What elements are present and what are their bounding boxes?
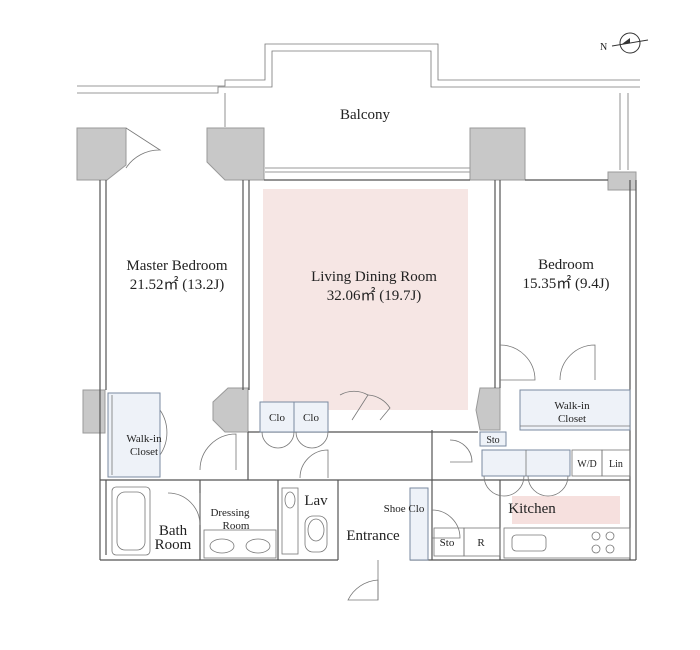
clo-closets: Clo Clo	[259, 401, 329, 449]
dressing-room-line1: Dressing	[210, 507, 250, 519]
living-dining-label: Living Dining Room	[311, 269, 437, 285]
clo-label-1: Clo	[269, 412, 285, 424]
living-dining-highlight	[263, 189, 468, 410]
entrance-label: Entrance	[346, 528, 400, 544]
kitchen-highlight	[512, 496, 620, 524]
lav-label: Lav	[304, 493, 328, 509]
sto-box-1	[479, 431, 507, 447]
walkin-closet-right-line1: Walk-in	[554, 400, 590, 412]
walkin-closet-left-line2: Closet	[130, 446, 158, 458]
master-bedroom-area: 21.52㎡ (13.2J)	[130, 276, 225, 293]
walkin-closet-right: Walk-in Closet	[519, 389, 631, 431]
kitchen-label: Kitchen	[508, 501, 556, 517]
shoe-clo-label: Shoe Clo	[384, 503, 425, 515]
clo-label-2: Clo	[303, 412, 319, 424]
walkin-closet-right-line2: Closet	[558, 413, 586, 425]
bath-room-line2: Room	[155, 537, 192, 553]
compass-needle-icon	[622, 38, 630, 44]
walls	[99, 179, 637, 561]
bedroom-area: 15.35㎡ (9.4J)	[522, 275, 609, 292]
walkin-closet-left-line1: Walk-in	[126, 433, 162, 445]
walkin-closet-left: Walk-in Closet	[107, 392, 162, 478]
balcony-area: Balcony	[77, 43, 640, 173]
sto-label-2: Sto	[440, 537, 455, 549]
dressing-room-line2: Room	[223, 520, 250, 532]
bedroom-label: Bedroom	[538, 257, 594, 273]
compass-circle	[619, 32, 641, 54]
wd-label: W/D	[577, 459, 596, 470]
master-bedroom-label: Master Bedroom	[126, 258, 228, 274]
bath-room-line1: Bath	[159, 523, 188, 539]
kitchen-counter: Sto R	[433, 527, 631, 559]
balcony-label: Balcony	[340, 107, 390, 123]
fridge-label: R	[477, 537, 485, 549]
lin-label: Lin	[609, 459, 623, 470]
bath-fixtures	[111, 486, 328, 559]
kitchen-upper-cabinets: W/D Lin	[481, 449, 631, 497]
sto-label-1: Sto	[486, 435, 499, 446]
compass-label: N	[600, 42, 607, 53]
shoe-closet-box	[409, 487, 429, 561]
living-dining-area: 32.06㎡ (19.7J)	[327, 287, 422, 304]
structural-columns	[76, 127, 637, 434]
door-swings	[125, 127, 596, 601]
compass: N	[600, 32, 649, 54]
